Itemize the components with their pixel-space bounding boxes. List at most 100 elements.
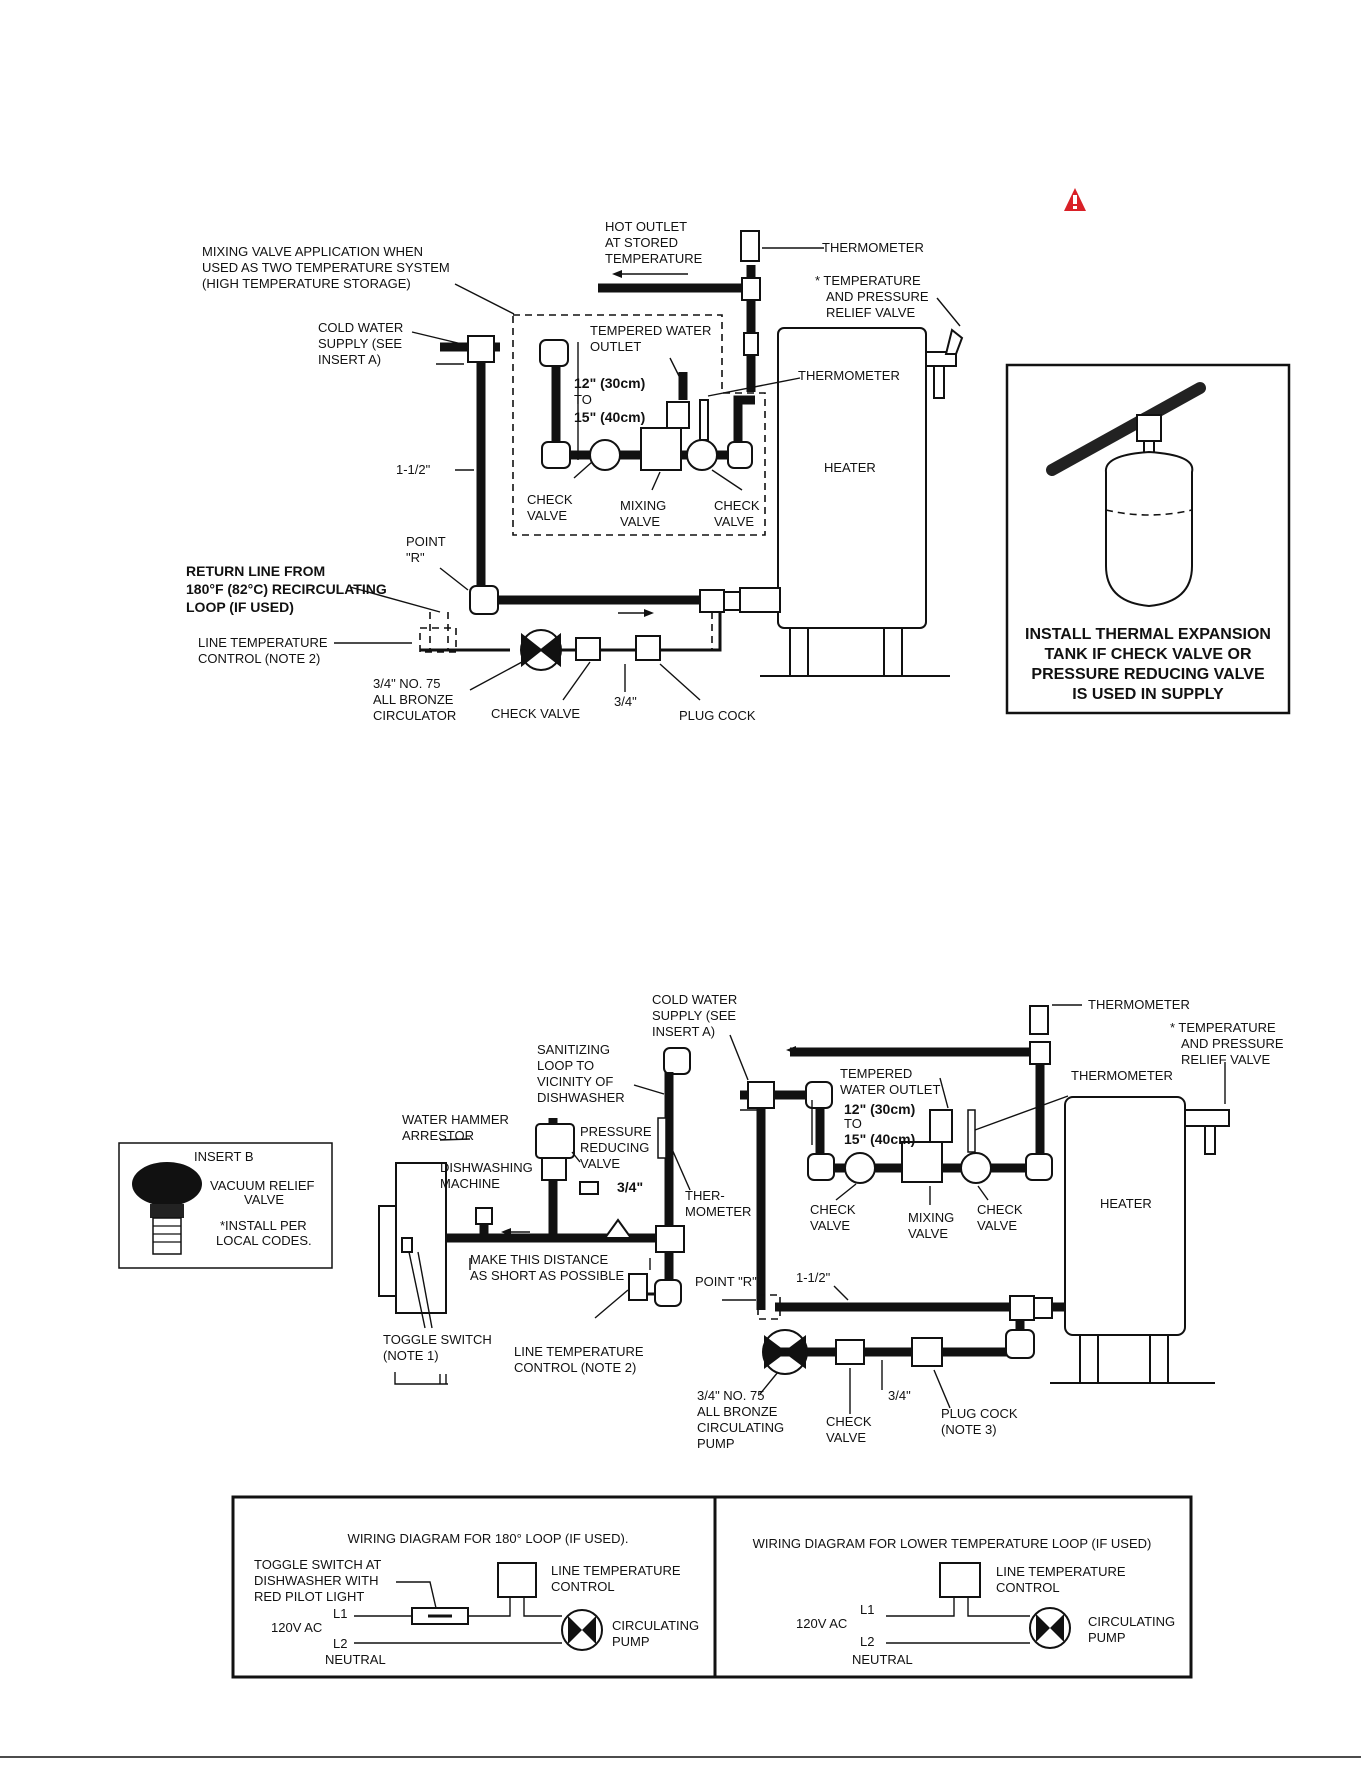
wiring-left-l1-label: L1 xyxy=(333,1606,347,1621)
bottom-sanitizing-3: VICINITY OF xyxy=(537,1074,613,1089)
bottom-three-quarter-a: 3/4" xyxy=(617,1179,643,1195)
top-three-quarter: 3/4" xyxy=(614,694,637,709)
wiring-right-neutral: NEUTRAL xyxy=(852,1652,913,1667)
expansion-tank-seam xyxy=(1105,509,1193,516)
top-tp-2: AND PRESSURE xyxy=(826,289,929,304)
wiring-left-voltage: 120V AC xyxy=(271,1620,322,1635)
bottom-dishwasher-elbow xyxy=(654,1279,682,1307)
bottom-heater-leg xyxy=(1149,1334,1169,1384)
wiring-left-l1 xyxy=(354,1597,562,1617)
insert-a-supply-pipe xyxy=(1046,382,1206,476)
wiring-frame xyxy=(231,1495,1193,1679)
wiring-right-voltage: 120V AC xyxy=(796,1616,847,1631)
top-tempered-leader xyxy=(669,357,682,381)
bottom-mixing-1: MIXING xyxy=(908,1210,954,1225)
bottom-short-1: MAKE THIS DISTANCE xyxy=(470,1252,609,1267)
bottom-tempered-1: TEMPERED xyxy=(840,1066,912,1081)
bottom-mixing-2: VALVE xyxy=(908,1226,948,1241)
bottom-tp-1: * TEMPERATURE xyxy=(1170,1020,1276,1035)
insert-b-title: INSERT B xyxy=(194,1149,253,1164)
pressure-reducing-valve xyxy=(541,1157,567,1181)
bottom-three-quarter-b: 3/4" xyxy=(888,1388,911,1403)
bottom-pump-leader xyxy=(759,1371,779,1395)
bottom-return-union xyxy=(1033,1297,1053,1319)
top-plug-cock-label: PLUG COCK xyxy=(679,708,756,723)
bottom-mixing-thermometer xyxy=(967,1109,976,1153)
bottom-prv-1: PRESSURE xyxy=(580,1124,652,1139)
top-check-left-2: VALVE xyxy=(527,508,567,523)
bottom-hammer-2: ARRESTOR xyxy=(402,1128,474,1143)
bottom-thermometer-left xyxy=(657,1117,667,1159)
top-labels: MIXING VALVE APPLICATION WHEN USED AS TW… xyxy=(186,219,929,723)
top-check-left-1: CHECK xyxy=(527,492,573,507)
top-thermometer-mid: THERMOMETER xyxy=(798,368,900,383)
bottom-check-left-1: CHECK xyxy=(810,1202,856,1217)
insert-a: INSTALL THERMAL EXPANSION TANK IF CHECK … xyxy=(1005,188,1291,715)
bottom-distance-ticks xyxy=(469,1258,651,1270)
top-check-valve-label: CHECK VALVE xyxy=(491,706,580,721)
top-tp-valve-drain xyxy=(933,365,945,399)
insert-a-caption-4: IS USED IN SUPPLY xyxy=(1072,686,1224,703)
top-heater-leg xyxy=(883,627,903,677)
bottom-return-tee xyxy=(1009,1295,1035,1321)
top-heater-label: HEATER xyxy=(824,460,876,475)
top-line-temp-1: LINE TEMPERATURE xyxy=(198,635,328,650)
top-return-1: RETURN LINE FROM xyxy=(186,563,325,579)
top-return-tee xyxy=(699,589,725,613)
top-plug-cock xyxy=(635,635,661,661)
top-hot-outlet-arrowhead xyxy=(612,270,622,278)
top-check-valve-left xyxy=(589,439,621,471)
top-return-flow-arrowhead xyxy=(644,609,654,617)
top-elbow xyxy=(541,441,571,469)
top-distance-3: 15" (40cm) xyxy=(574,409,645,425)
bottom-sanitizing-tee xyxy=(655,1225,685,1253)
bottom-prv-2: REDUCING xyxy=(580,1140,649,1155)
bottom-tp-valve-body xyxy=(1184,1109,1230,1127)
bottom-distance-1: 12" (30cm) xyxy=(844,1101,915,1117)
bottom-sanitizing-elbow xyxy=(663,1047,691,1075)
bottom-hammer-1: WATER HAMMER xyxy=(402,1112,509,1127)
top-mixing-note-2: USED AS TWO TEMPERATURE SYSTEM xyxy=(202,260,450,275)
top-check-left-leader xyxy=(573,461,593,479)
top-point-r-1: POINT xyxy=(406,534,446,549)
wiring-right-control-2: CONTROL xyxy=(996,1580,1060,1595)
bottom-short-2: AS SHORT AS POSSIBLE xyxy=(470,1268,624,1283)
top-point-r-2: "R" xyxy=(406,550,425,565)
top-circ-1: 3/4" NO. 75 xyxy=(373,676,440,691)
top-circ-3: CIRCULATOR xyxy=(373,708,456,723)
bottom-check-right-leader xyxy=(977,1185,989,1201)
bottom-recirc-elbow xyxy=(1005,1329,1035,1359)
bottom-distance-2: TO xyxy=(844,1116,862,1131)
wiring-right-title: WIRING DIAGRAM FOR LOWER TEMPERATURE LOO… xyxy=(753,1536,1152,1551)
top-cold-1: COLD WATER xyxy=(318,320,403,335)
bottom-point-r: POINT "R" xyxy=(695,1274,757,1289)
bottom-cold-leader xyxy=(729,1034,749,1081)
top-mixing-note-1: MIXING VALVE APPLICATION WHEN xyxy=(202,244,423,259)
insert-b-note-1: *INSTALL PER xyxy=(220,1218,307,1233)
warning-icon-dot xyxy=(1073,206,1077,209)
bottom-plug-cock-2: (NOTE 3) xyxy=(941,1422,997,1437)
top-elbow xyxy=(727,441,753,469)
bottom-toggle-1: TOGGLE SWITCH xyxy=(383,1332,492,1347)
bottom-check-left-leader xyxy=(835,1183,857,1201)
top-distance-1: 12" (30cm) xyxy=(574,375,645,391)
bottom-pump-1: 3/4" NO. 75 xyxy=(697,1388,764,1403)
top-thermometer-label: THERMOMETER xyxy=(822,240,924,255)
bottom-sanitizing-1: SANITIZING xyxy=(537,1042,610,1057)
top-distance-2: TO xyxy=(574,392,592,407)
insert-a-tee xyxy=(1136,414,1162,442)
wiring-left-pump-2: PUMP xyxy=(612,1634,650,1649)
insert-a-caption-3: PRESSURE REDUCING VALVE xyxy=(1031,666,1265,683)
bottom-thermometer-top xyxy=(1029,1005,1049,1035)
bottom-check-1: CHECK xyxy=(826,1414,872,1429)
top-mixing-note-leader xyxy=(454,283,515,315)
top-cold-leader xyxy=(411,331,463,345)
water-hammer-arrestor xyxy=(535,1123,575,1159)
top-tempered-2: OUTLET xyxy=(590,339,641,354)
bottom-check-valve-recirc xyxy=(835,1339,865,1365)
top-mixing-2: VALVE xyxy=(620,514,660,529)
bottom-thermometer-left-1: THER- xyxy=(685,1188,725,1203)
wiring-left-toggle-leader xyxy=(396,1581,437,1609)
bottom-heater-leg xyxy=(1079,1334,1099,1384)
